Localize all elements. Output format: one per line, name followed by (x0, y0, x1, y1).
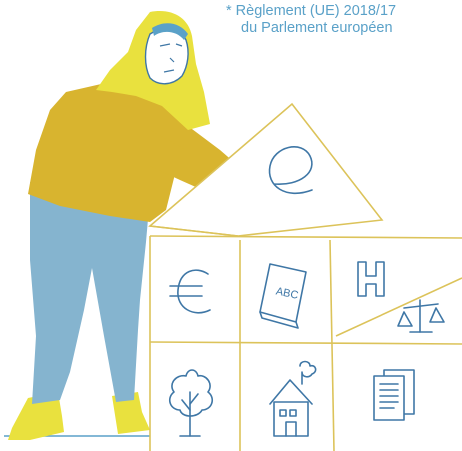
book-title: ABC (275, 285, 300, 301)
footnote-line-2: du Parlement européen (241, 20, 393, 36)
scales-icon (397, 299, 445, 333)
wall-mid (149, 341, 462, 345)
euro-icon (177, 269, 211, 314)
documents-icon (373, 369, 415, 421)
hair-band (152, 23, 188, 40)
house-illustration (148, 102, 462, 451)
jacket (28, 82, 250, 222)
left-shoe (8, 392, 64, 440)
wall-top (149, 235, 462, 239)
face-features (159, 43, 183, 73)
right-shoe (112, 392, 150, 434)
book-icon: ABC (259, 263, 307, 329)
home-icon (269, 360, 317, 437)
hospital-icon (357, 261, 385, 297)
tree-icon (168, 369, 214, 437)
footnote-text-1: Règlement (UE) 2018/17 (231, 3, 397, 19)
jeans (30, 182, 150, 404)
footnote: * Règlement (UE) 2018/17 du Parlement eu… (226, 3, 396, 37)
diagonal-divider (335, 277, 462, 337)
roof-base (149, 225, 239, 237)
footnote-line-1: * Règlement (UE) 2018/17 (226, 3, 396, 20)
email-e-icon (268, 146, 313, 195)
footnote-marker: * (226, 3, 232, 19)
wall-divider-2 (329, 239, 335, 451)
